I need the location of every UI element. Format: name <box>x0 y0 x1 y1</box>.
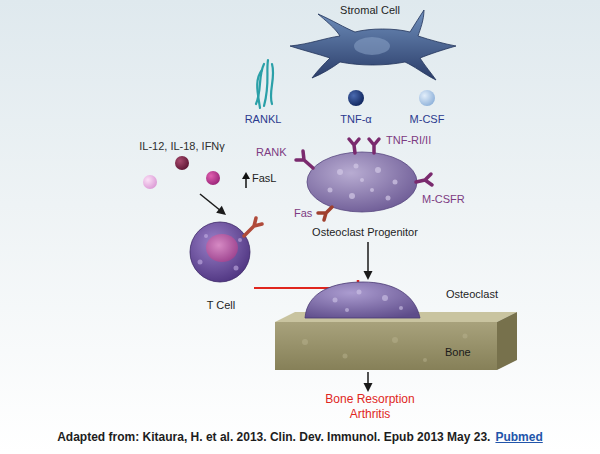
bone-block: Bone <box>275 312 517 372</box>
node-label: Osteoclast Progenitor <box>312 226 418 239</box>
part-label: M-CSF <box>410 113 445 126</box>
part-label: M-CSFR <box>422 193 465 206</box>
cell-node: Stromal Cell <box>285 2 455 82</box>
cytokine-group: IL-12, IL-18, IFNγ <box>128 138 236 194</box>
node-label: Arthritis <box>350 407 391 422</box>
part-label: TNF-α <box>340 113 371 126</box>
connector <box>364 372 373 392</box>
connector-line <box>367 372 369 384</box>
arrowhead <box>364 383 373 392</box>
connector <box>364 242 373 280</box>
node-label: Bone <box>445 346 471 359</box>
arrowhead <box>364 271 373 280</box>
connector-line <box>200 194 220 210</box>
node-label: IL-12, IL-18, IFNγ <box>139 140 225 153</box>
connector-line <box>367 242 369 272</box>
part-label: FasL <box>252 172 276 185</box>
cell-node: T Cell <box>188 215 254 313</box>
node-label: Bone Resorption <box>325 392 414 407</box>
node-label: Osteoclast <box>446 288 498 301</box>
part-label: Fas <box>294 207 312 220</box>
cell-node: Osteoclast Progenitor <box>290 138 440 242</box>
connector <box>200 194 226 215</box>
part-label: RANK <box>256 146 287 159</box>
node-label: Stromal Cell <box>340 4 400 17</box>
caption: Adapted from: Kitaura, H. et al. 2013. C… <box>57 430 490 445</box>
arrowhead <box>216 206 226 215</box>
bone-shape <box>275 312 517 372</box>
node-label: T Cell <box>207 299 236 312</box>
part-label: TNF-RI/II <box>386 134 431 147</box>
part-label: RANKL <box>245 113 282 126</box>
outcome-box: Bone ResorptionArthritis <box>318 392 422 424</box>
link-text: Pubmed <box>495 430 542 445</box>
